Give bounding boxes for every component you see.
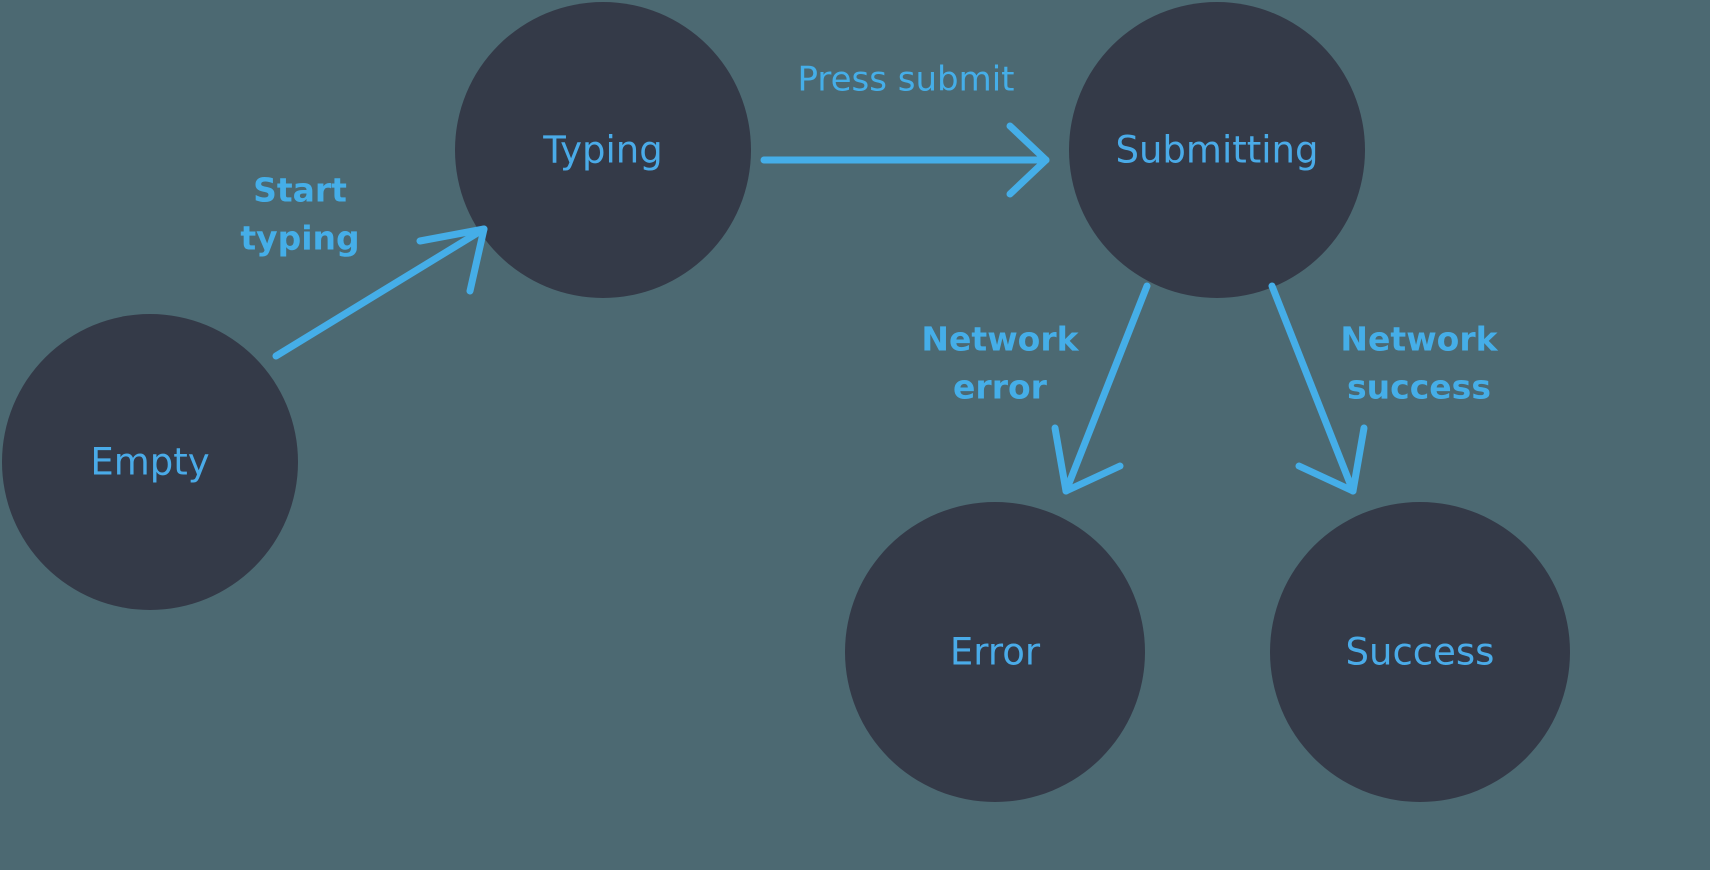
state-label-submitting: Submitting [1116, 129, 1319, 172]
state-label-success: Success [1346, 631, 1495, 674]
state-label-empty: Empty [90, 441, 209, 484]
transition-label-press-submit: Press submit [797, 60, 1014, 100]
state-circle-error[interactable] [845, 502, 1145, 802]
state-node-success[interactable]: Success [1270, 502, 1570, 802]
transition-network-success: Network success [1268, 282, 1499, 495]
state-node-submitting[interactable]: Submitting [1069, 2, 1365, 298]
state-label-error: Error [950, 631, 1041, 674]
transition-arrow-head-network-error [1051, 424, 1124, 495]
transition-label-start-typing-line2: typing [240, 219, 359, 258]
transition-arrow-line-network-success [1268, 282, 1357, 495]
transition-arrow-head-press-submit [1006, 122, 1050, 198]
transition-arrow-head-network-success [1295, 424, 1368, 495]
transition-arrow-line-start-typing [272, 225, 488, 360]
transition-arrow-line-network-error [1062, 282, 1151, 495]
transition-label-network-error-line1: Network [921, 320, 1079, 359]
transition-press-submit: Press submit [760, 60, 1050, 198]
state-label-typing: Typing [542, 129, 662, 172]
transition-network-error: Network error [921, 282, 1151, 495]
state-circle-empty[interactable] [2, 314, 298, 610]
state-node-error[interactable]: Error [845, 502, 1145, 802]
transition-label-start-typing-line1: Start [253, 171, 347, 210]
transition-label-network-error-line2: error [953, 368, 1048, 407]
transition-label-network-success-line2: success [1347, 368, 1491, 407]
state-node-empty[interactable]: Empty [2, 314, 298, 610]
state-circle-typing[interactable] [455, 2, 751, 298]
transition-arrow-head-start-typing [416, 225, 488, 295]
state-circle-success[interactable] [1270, 502, 1570, 802]
state-node-typing[interactable]: Typing [455, 2, 751, 298]
transition-label-network-success-line1: Network [1340, 320, 1498, 359]
transition-start-typing: Start typing [240, 171, 488, 360]
state-circle-submitting[interactable] [1069, 2, 1365, 298]
